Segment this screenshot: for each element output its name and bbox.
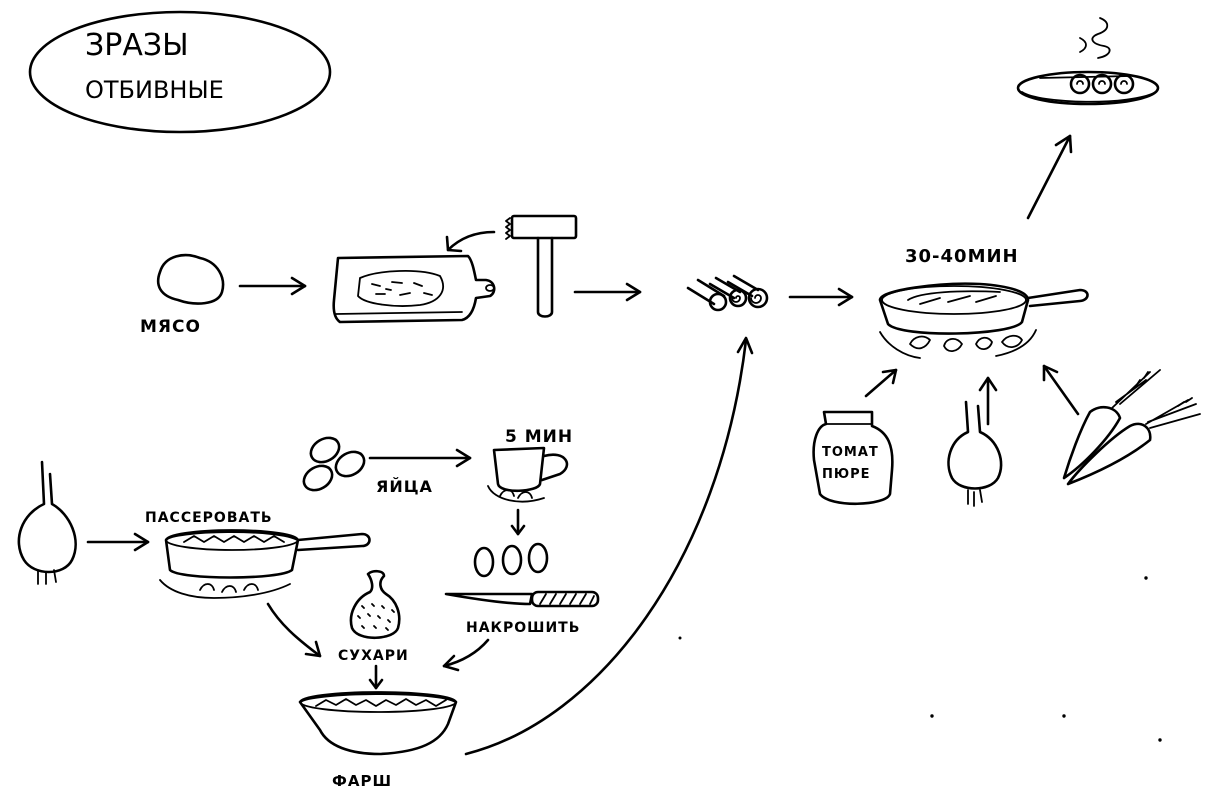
carrots-icon <box>1062 369 1201 486</box>
arrow-to-rolls <box>573 282 642 302</box>
arrow-crumbs-bowl <box>368 664 384 690</box>
arrow-jar-pan <box>864 368 898 398</box>
arrow-eggs-cup <box>368 448 472 468</box>
meat-icon <box>156 253 225 305</box>
title-badge: ЗРАЗЫ ОТБИВНЫЕ <box>28 10 332 134</box>
label-tomato-1: ТОМАТ <box>822 445 879 460</box>
arrow-hammer-board <box>445 230 496 253</box>
arrow-cup-eggs <box>510 508 526 536</box>
arrow-carrots-pan <box>1042 364 1080 416</box>
label-time-pan: 30-40МИН <box>905 246 1019 267</box>
arrow-pan-bowl <box>266 602 322 658</box>
arrow-chop-bowl <box>442 638 490 672</box>
label-saute: ПАССЕРОВАТЬ <box>145 510 273 526</box>
label-chop: НАКРОШИТЬ <box>466 620 580 636</box>
breadcrumbs-bag-icon <box>349 569 401 640</box>
eggs-icon <box>302 436 366 492</box>
arrow-meat-board <box>238 276 307 296</box>
boiled-eggs-icon <box>473 542 549 578</box>
onion-icon-left <box>17 460 77 585</box>
decorative-dots <box>678 576 1162 742</box>
knife-icon <box>444 590 600 608</box>
cutting-board-icon <box>332 254 496 324</box>
title-line1: ЗРАЗЫ <box>85 28 189 63</box>
tomato-jar-icon <box>812 410 894 506</box>
cup-icon <box>487 446 569 503</box>
frying-pan-icon <box>878 282 1089 359</box>
arrow-onion-pan-left <box>86 532 150 552</box>
arrow-bowl-rolls <box>464 336 754 756</box>
arrow-onion-pan <box>978 376 998 426</box>
arrow-pan-plate <box>1026 134 1073 220</box>
title-line2: ОТБИВНЫЕ <box>85 76 224 104</box>
label-eggs: ЯЙЦА <box>376 477 433 496</box>
meat-hammer-icon <box>505 214 578 318</box>
label-tomato-2: ПЮРЕ <box>822 467 871 482</box>
label-meat: МЯСО <box>140 317 201 337</box>
label-breadcrumbs: СУХАРИ <box>338 648 409 664</box>
rolls-icon <box>686 274 769 312</box>
label-time-boil: 5 МИН <box>505 427 573 447</box>
frying-pan-icon-small <box>159 529 371 599</box>
bowl-icon <box>298 691 458 756</box>
label-filling: ФАРШ <box>332 772 392 790</box>
onion-icon <box>947 400 1003 507</box>
arrow-rolls-pan <box>788 287 854 307</box>
serving-plate-icon <box>1016 17 1160 106</box>
